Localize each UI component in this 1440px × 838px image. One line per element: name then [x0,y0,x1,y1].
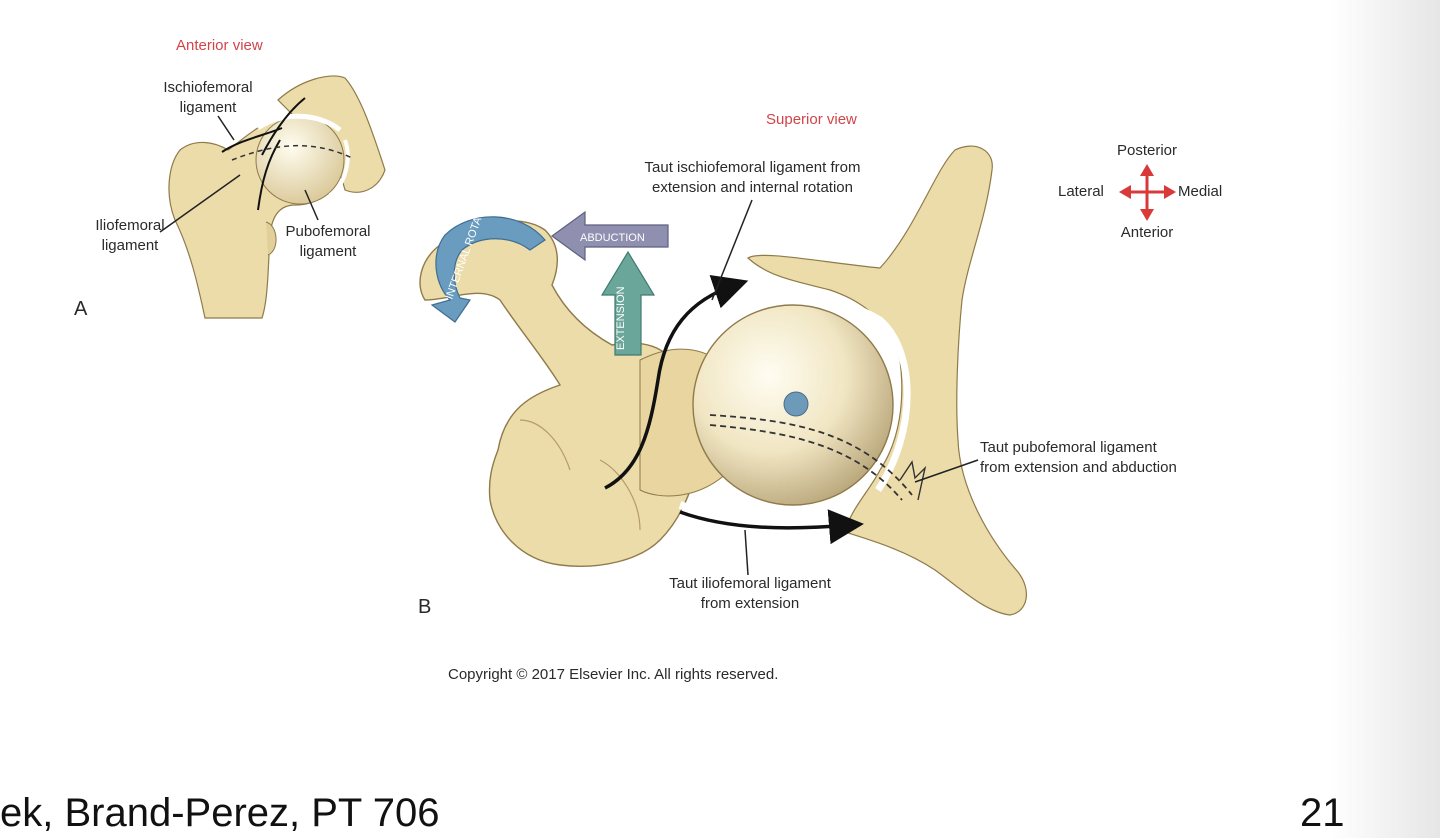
panel-b-pelvis [718,145,1027,616]
extension-text: EXTENSION [615,286,627,350]
panel-b-view-title: Superior view [766,111,857,128]
panel-a-femur [159,75,386,319]
extension-arrow: EXTENSION [600,250,656,356]
label-line: ligament [299,243,357,260]
label-line: Ischiofemoral [163,79,253,96]
panel-a-ischiofemoral-label: Ischiofemoral ligament [148,78,268,118]
slide-edge-shadow [1330,0,1440,838]
label-line: Taut ischiofemoral ligament from [644,159,861,176]
label-line: from extension and abduction [980,459,1177,476]
label-line: Taut pubofemoral ligament [980,439,1157,456]
compass-medial-label: Medial [1178,183,1223,200]
label-line: extension and internal rotation [652,179,853,196]
panel-b-pubofemoral-label: Taut pubofemoral ligament from extension… [980,438,1177,478]
label-line: Pubofemoral [285,223,371,240]
label-line: ligament [101,237,159,254]
compass-anterior-label: Anterior [1120,224,1174,241]
abduction-text: ABDUCTION [580,232,645,244]
panel-a-pubofemoral-label: Pubofemoral ligament [268,222,388,262]
panel-a-view-title: Anterior view [176,37,263,54]
panel-b-ischiofemoral-label: Taut ischiofemoral ligament from extensi… [595,158,910,198]
panel-b-ligaments [604,199,979,576]
label-line: Iliofemoral [95,217,165,234]
orientation-compass-icon [1119,164,1176,221]
panel-a-iliofemoral-label: Iliofemoral ligament [70,216,190,256]
label-line: from extension [700,595,800,612]
label-line: ligament [179,99,237,116]
abduction-arrow: ABDUCTION [550,210,669,262]
label-line: Taut iliofemoral ligament [669,575,831,592]
panel-b-femur [419,220,894,567]
compass-posterior-label: Posterior [1116,142,1178,159]
panel-b-iliofemoral-label: Taut iliofemoral ligament from extension [630,574,870,614]
copyright-notice: Copyright © 2017 Elsevier Inc. All right… [448,666,779,683]
compass-lateral-label: Lateral [1058,183,1104,200]
slide-page-number: 21 [1300,791,1345,835]
panel-a-letter: A [74,298,88,320]
panel-b-letter: B [418,596,432,618]
footer-author-course: ek, Brand-Perez, PT 706 [0,791,440,835]
